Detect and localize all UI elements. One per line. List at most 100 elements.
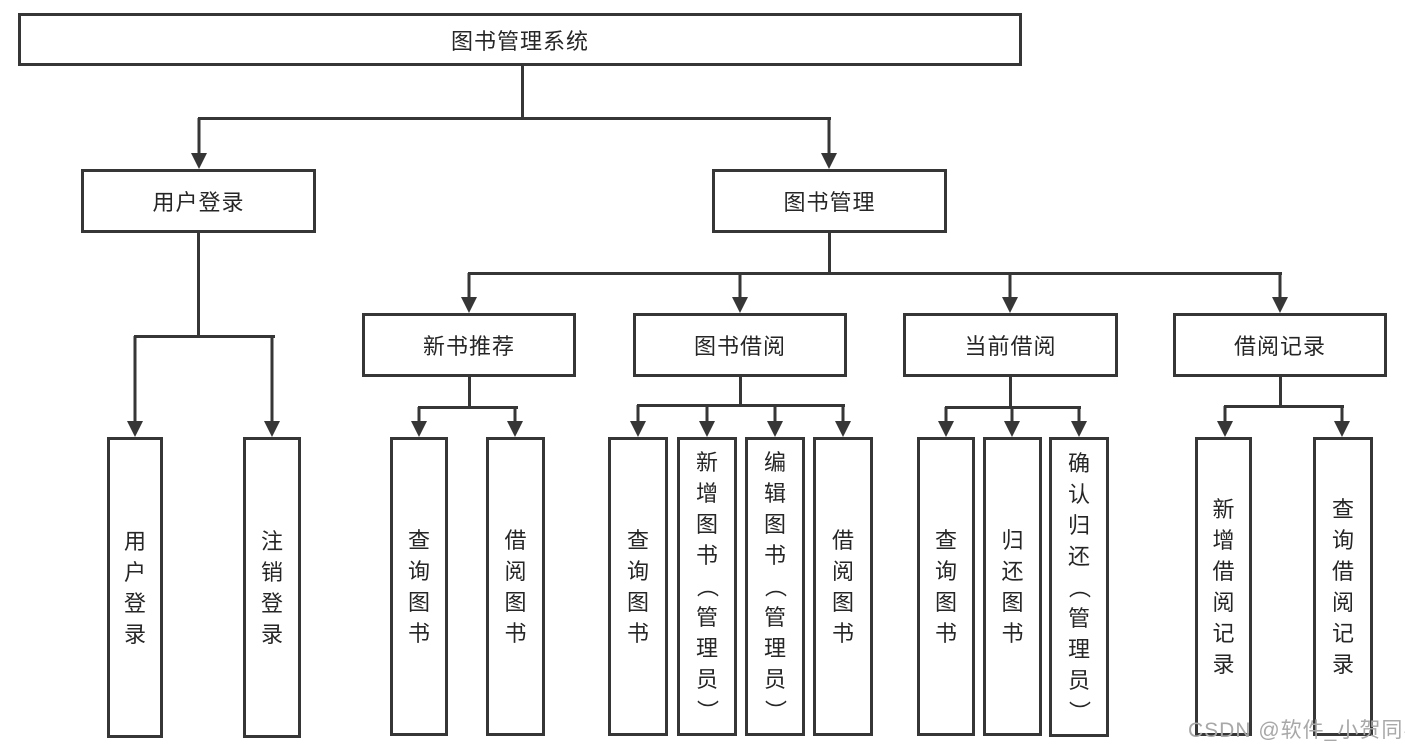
vertical-char: （	[1066, 575, 1092, 599]
leaf-cb-return-books: 归还图书	[983, 437, 1042, 736]
vertical-char: 查	[1331, 496, 1354, 522]
vertical-char: （	[762, 575, 788, 598]
arrowhead-icon	[1004, 421, 1020, 437]
node-label: 图书借阅	[693, 334, 786, 359]
node-label: 图书管理系统	[450, 28, 589, 54]
vertical-char: 借	[831, 527, 854, 553]
vertical-char: 员	[763, 667, 786, 692]
connector-line	[636, 403, 845, 407]
vertical-char: 询	[407, 558, 430, 584]
vertical-char: ）	[694, 699, 720, 722]
vertical-char: 查	[934, 527, 957, 553]
arrowhead-icon	[821, 153, 837, 169]
arrow-shaft	[417, 407, 421, 423]
vertical-char: 员	[1067, 667, 1090, 693]
node-label: 归还图书	[1001, 525, 1023, 649]
vertical-char: 录	[1331, 651, 1354, 677]
leaf-user-login: 用户登录	[107, 437, 163, 738]
vertical-char: 书	[934, 620, 957, 646]
vertical-char: 图	[407, 589, 430, 615]
node-label: 确认归还（管理员）	[1066, 448, 1091, 727]
connector-arrow-down	[1217, 406, 1233, 437]
connector-arrow-down	[1272, 273, 1288, 313]
leaf-bb-borrow-books: 借阅图书	[813, 437, 873, 736]
vertical-char: 还	[1067, 543, 1090, 569]
arrow-shaft	[1278, 273, 1282, 299]
arrowhead-icon	[507, 421, 523, 437]
node-label: 注销登录	[261, 526, 283, 650]
vertical-char: 书	[763, 543, 786, 568]
connector-arrow-down	[127, 336, 143, 437]
connector-arrow-down	[507, 407, 523, 437]
vertical-char: 录	[123, 621, 146, 647]
leaf-nb-borrow-books: 借阅图书	[486, 437, 545, 736]
connector-line	[738, 377, 742, 407]
connector-arrow-down	[835, 405, 851, 437]
vertical-char: 阅	[1331, 589, 1354, 615]
node-book-management: 图书管理	[712, 169, 947, 233]
vertical-char: 管	[695, 605, 718, 630]
vertical-char: 增	[695, 481, 718, 506]
vertical-char: 归	[1067, 512, 1090, 538]
leaf-bb-query-books: 查询图书	[608, 437, 668, 736]
arrow-shaft	[738, 273, 742, 299]
vertical-char: 还	[1001, 558, 1024, 584]
arrow-shaft	[467, 273, 471, 299]
arrow-shaft	[773, 405, 777, 423]
vertical-char: 书	[407, 620, 430, 646]
arrow-shaft	[841, 405, 845, 423]
connector-line	[520, 66, 524, 118]
node-new-book-recommend: 新书推荐	[362, 313, 576, 377]
vertical-char: 书	[1001, 620, 1024, 646]
arrow-shaft	[636, 405, 640, 423]
arrowhead-icon	[835, 421, 851, 437]
vertical-char: 新	[1212, 496, 1235, 522]
arrowhead-icon	[127, 421, 143, 437]
connector-arrow-down	[1002, 273, 1018, 313]
vertical-char: 询	[934, 558, 957, 584]
vertical-char: ）	[1066, 699, 1092, 723]
connector-arrow-down	[411, 407, 427, 437]
node-current-borrow: 当前借阅	[903, 313, 1118, 377]
node-label: 查询图书	[408, 525, 430, 649]
vertical-char: 借	[1212, 558, 1235, 584]
connector-line	[417, 405, 518, 409]
node-label: 查询借阅记录	[1332, 494, 1354, 680]
leaf-bb-edit-books-admin: 编辑图书（管理员）	[745, 437, 805, 736]
vertical-char: 阅	[1212, 589, 1235, 615]
vertical-char: ）	[762, 699, 788, 722]
leaf-nb-query-books: 查询图书	[390, 437, 448, 736]
vertical-char: 书	[504, 620, 527, 646]
vertical-char: 增	[1212, 527, 1235, 553]
arrow-shaft	[1077, 407, 1081, 423]
vertical-char: 管	[1067, 605, 1090, 631]
node-borrow-records: 借阅记录	[1173, 313, 1387, 377]
node-label: 当前借阅	[964, 334, 1057, 359]
vertical-char: 阅	[831, 558, 854, 584]
connector-arrow-down	[699, 405, 715, 437]
connector-arrow-down	[264, 336, 280, 437]
connector-arrow-down	[1334, 406, 1350, 437]
arrow-shaft	[1340, 406, 1344, 423]
vertical-char: 归	[1001, 527, 1024, 553]
arrow-shaft	[1010, 407, 1014, 423]
node-label: 新书推荐	[422, 334, 515, 359]
arrow-shaft	[827, 118, 831, 155]
vertical-char: 录	[260, 621, 283, 647]
vertical-char: 登	[123, 590, 146, 616]
node-user-login: 用户登录	[81, 169, 316, 233]
arrowhead-icon	[1217, 421, 1233, 437]
arrowhead-icon	[264, 421, 280, 437]
vertical-char: 记	[1212, 620, 1235, 646]
node-label: 新增图书（管理员）	[694, 447, 719, 726]
connector-arrow-down	[461, 273, 477, 313]
vertical-char: 询	[1331, 527, 1354, 553]
vertical-char: 确	[1067, 450, 1090, 476]
vertical-char: 记	[1331, 620, 1354, 646]
vertical-char: 销	[260, 559, 283, 585]
connector-arrow-down	[732, 273, 748, 313]
leaf-logout: 注销登录	[243, 437, 301, 738]
connector-arrow-down	[1004, 407, 1020, 437]
vertical-char: 图	[626, 589, 649, 615]
leaf-cb-confirm-return-admin: 确认归还（管理员）	[1049, 437, 1109, 737]
